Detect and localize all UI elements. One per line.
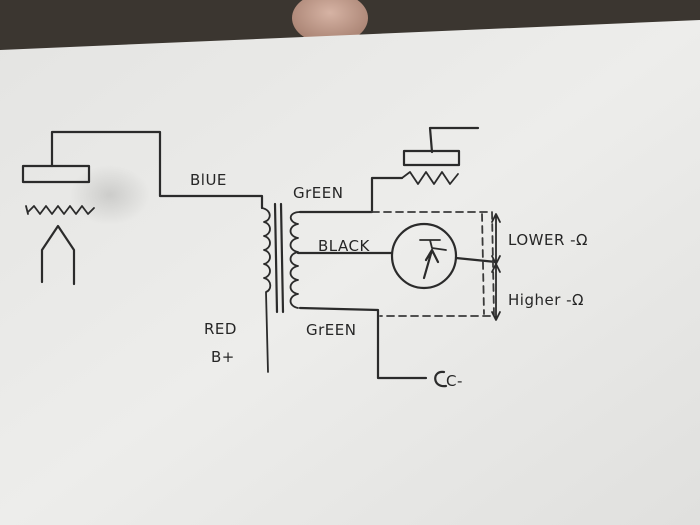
tube-filament-right bbox=[401, 171, 459, 185]
tube-filament-left bbox=[25, 205, 95, 215]
meter-circle bbox=[390, 222, 458, 290]
label-b-plus: B+ bbox=[211, 348, 235, 366]
dashed-switch-box bbox=[371, 211, 495, 317]
meter-needle bbox=[422, 248, 440, 280]
tube-cathode-left bbox=[40, 224, 76, 286]
paper-sheet bbox=[0, 20, 700, 525]
transformer-core-line-1 bbox=[273, 202, 279, 314]
meter-scale bbox=[419, 239, 447, 251]
label-blue: BlUE bbox=[190, 171, 227, 189]
label-black: BLACK bbox=[318, 237, 370, 255]
label-red: RED bbox=[204, 320, 237, 338]
paper-smudge bbox=[70, 165, 150, 225]
finger bbox=[292, 0, 368, 44]
tube-symbol-right bbox=[401, 126, 480, 185]
label-green-top: GrEEN bbox=[293, 184, 343, 202]
tube-plate-left bbox=[21, 164, 91, 184]
green-wire-top bbox=[298, 176, 404, 214]
transformer-core-line-2 bbox=[279, 202, 285, 314]
label-higher: Higher -Ω bbox=[508, 291, 584, 309]
dashed-box-outline bbox=[371, 211, 495, 317]
tube-plate-right bbox=[402, 149, 461, 167]
meter-symbol bbox=[390, 222, 498, 290]
primary-winding bbox=[261, 207, 272, 373]
green-wire-bottom bbox=[298, 306, 428, 380]
label-green-bottom: GrEEN bbox=[306, 321, 356, 339]
secondary-winding bbox=[289, 211, 301, 309]
meter-output-wire bbox=[454, 256, 498, 264]
tube-symbol-left bbox=[21, 130, 264, 286]
range-arrows bbox=[491, 213, 501, 321]
higher-range-arrow bbox=[491, 263, 501, 321]
tube-plate-lead-right bbox=[428, 126, 480, 154]
label-lower: LOWER -Ω bbox=[508, 231, 588, 249]
dashed-box-inner-line bbox=[481, 213, 485, 315]
blue-wire bbox=[50, 130, 264, 210]
output-transformer-symbol bbox=[261, 202, 301, 373]
c-minus-terminal bbox=[434, 370, 448, 388]
label-c-minus: C- bbox=[446, 372, 463, 390]
